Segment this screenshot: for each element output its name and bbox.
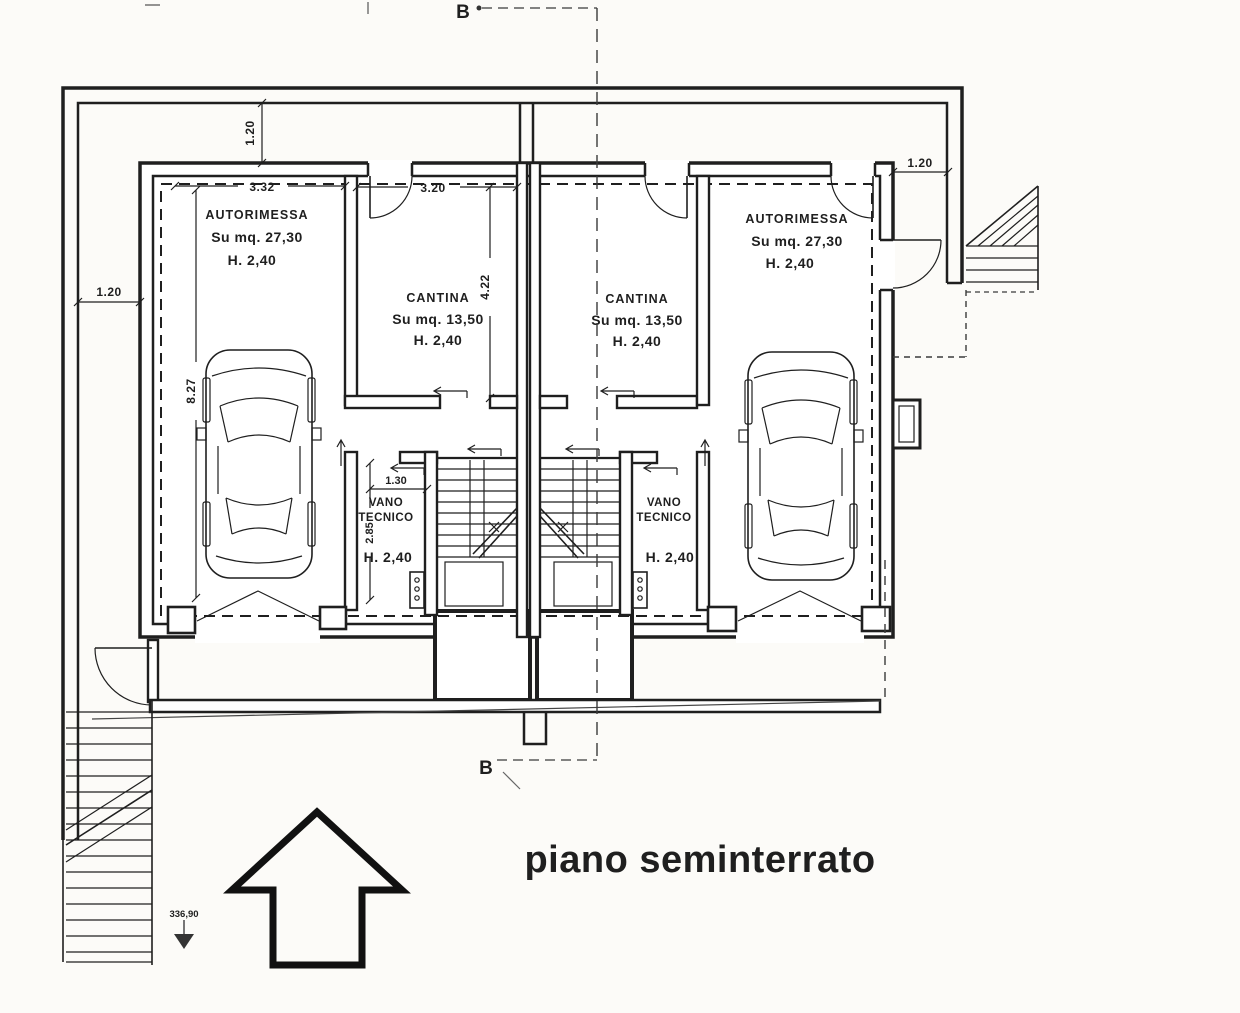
lower-wall bbox=[91, 560, 886, 746]
section-line-b: B B bbox=[456, 2, 598, 790]
cantina-right-area: Su mq. 13,50 bbox=[591, 312, 683, 328]
garage-left-name: AUTORIMESSA bbox=[205, 208, 308, 222]
dim-cantina-depth: 4.22 bbox=[478, 182, 495, 403]
dim-cantina-width-label: 3.20 bbox=[420, 181, 445, 195]
door-garage-right-top bbox=[829, 163, 877, 219]
room-vano-left: VANO TECNICO H. 2,40 bbox=[358, 497, 413, 565]
garage-left-height: H. 2,40 bbox=[228, 252, 277, 268]
cantina-right-name: CANTINA bbox=[605, 292, 668, 306]
elevation-marker: 336,90 bbox=[169, 909, 199, 949]
door-exterior-right bbox=[880, 238, 942, 292]
door-cantina-left bbox=[366, 163, 414, 219]
cantina-right-height: H. 2,40 bbox=[613, 333, 662, 349]
dim-garage-width-label: 3.32 bbox=[249, 180, 274, 194]
dim-garage-depth: 8.27 bbox=[184, 185, 201, 603]
dim-offset-left: 1.20 bbox=[73, 285, 145, 307]
dim-cantina-width: 3.20 bbox=[352, 181, 522, 195]
garage-left-area: Su mq. 27,30 bbox=[211, 229, 303, 245]
cantina-left-name: CANTINA bbox=[406, 291, 469, 305]
light-wells bbox=[433, 609, 634, 702]
section-label-b-top: B bbox=[456, 2, 470, 23]
exterior-stairs-top-right bbox=[965, 185, 1039, 293]
room-garage-left: AUTORIMESSA Su mq. 27,30 H. 2,40 bbox=[205, 208, 308, 268]
vano-right-name-2: TECNICO bbox=[636, 512, 691, 524]
plan-title: piano seminterrato bbox=[524, 839, 875, 881]
dim-offset-top: 1.20 bbox=[243, 98, 267, 168]
exterior-stairs-bottom-left bbox=[62, 700, 153, 965]
crop-ticks bbox=[145, 2, 369, 14]
dim-offset-left-label: 1.20 bbox=[96, 285, 121, 299]
section-label-b-bottom: B bbox=[479, 758, 493, 779]
door-cantina-right bbox=[643, 163, 691, 219]
dim-vano-depth: 2.85 bbox=[364, 458, 376, 605]
vano-left-name-2: TECNICO bbox=[358, 512, 413, 524]
dim-garage-width: 3.32 bbox=[170, 180, 350, 194]
vano-right-height: H. 2,40 bbox=[646, 549, 695, 565]
garage-door-left bbox=[166, 590, 348, 635]
wall-openings bbox=[195, 160, 895, 643]
exterior-landing-right bbox=[891, 290, 967, 450]
direction-arrows bbox=[336, 386, 710, 476]
garage-right-name: AUTORIMESSA bbox=[745, 212, 848, 226]
dim-vano-width-label: 1.30 bbox=[385, 475, 406, 487]
room-cantina-left: CANTINA Su mq. 13,50 H. 2,40 bbox=[392, 291, 484, 348]
garage-right-height: H. 2,40 bbox=[766, 255, 815, 271]
room-garage-right: AUTORIMESSA Su mq. 27,30 H. 2,40 bbox=[745, 212, 848, 271]
dim-offset-right-label: 1.20 bbox=[907, 156, 932, 170]
vano-left-height: H. 2,40 bbox=[364, 549, 413, 565]
dim-offset-right: 1.20 bbox=[888, 156, 953, 177]
cantina-left-area: Su mq. 13,50 bbox=[392, 311, 484, 327]
courtyard-wall bbox=[61, 86, 964, 840]
vano-left-name-1: VANO bbox=[369, 497, 403, 509]
dim-offset-top-label: 1.20 bbox=[243, 120, 257, 145]
dim-cantina-depth-label: 4.22 bbox=[478, 274, 492, 299]
garage-right-area: Su mq. 27,30 bbox=[751, 233, 843, 249]
duct-shaft-left bbox=[409, 571, 425, 609]
interior-partitions bbox=[343, 174, 711, 617]
dim-garage-depth-label: 8.27 bbox=[184, 378, 198, 403]
duct-shaft-right bbox=[632, 571, 648, 609]
north-arrow-icon bbox=[223, 807, 411, 969]
room-vano-right: VANO TECNICO H. 2,40 bbox=[636, 497, 695, 565]
elevation-value: 336,90 bbox=[169, 909, 198, 920]
cantina-left-height: H. 2,40 bbox=[414, 332, 463, 348]
dim-vano-depth-label: 2.85 bbox=[364, 522, 376, 543]
vano-right-name-1: VANO bbox=[647, 497, 681, 509]
room-cantina-right: CANTINA Su mq. 13,50 H. 2,40 bbox=[591, 292, 683, 349]
